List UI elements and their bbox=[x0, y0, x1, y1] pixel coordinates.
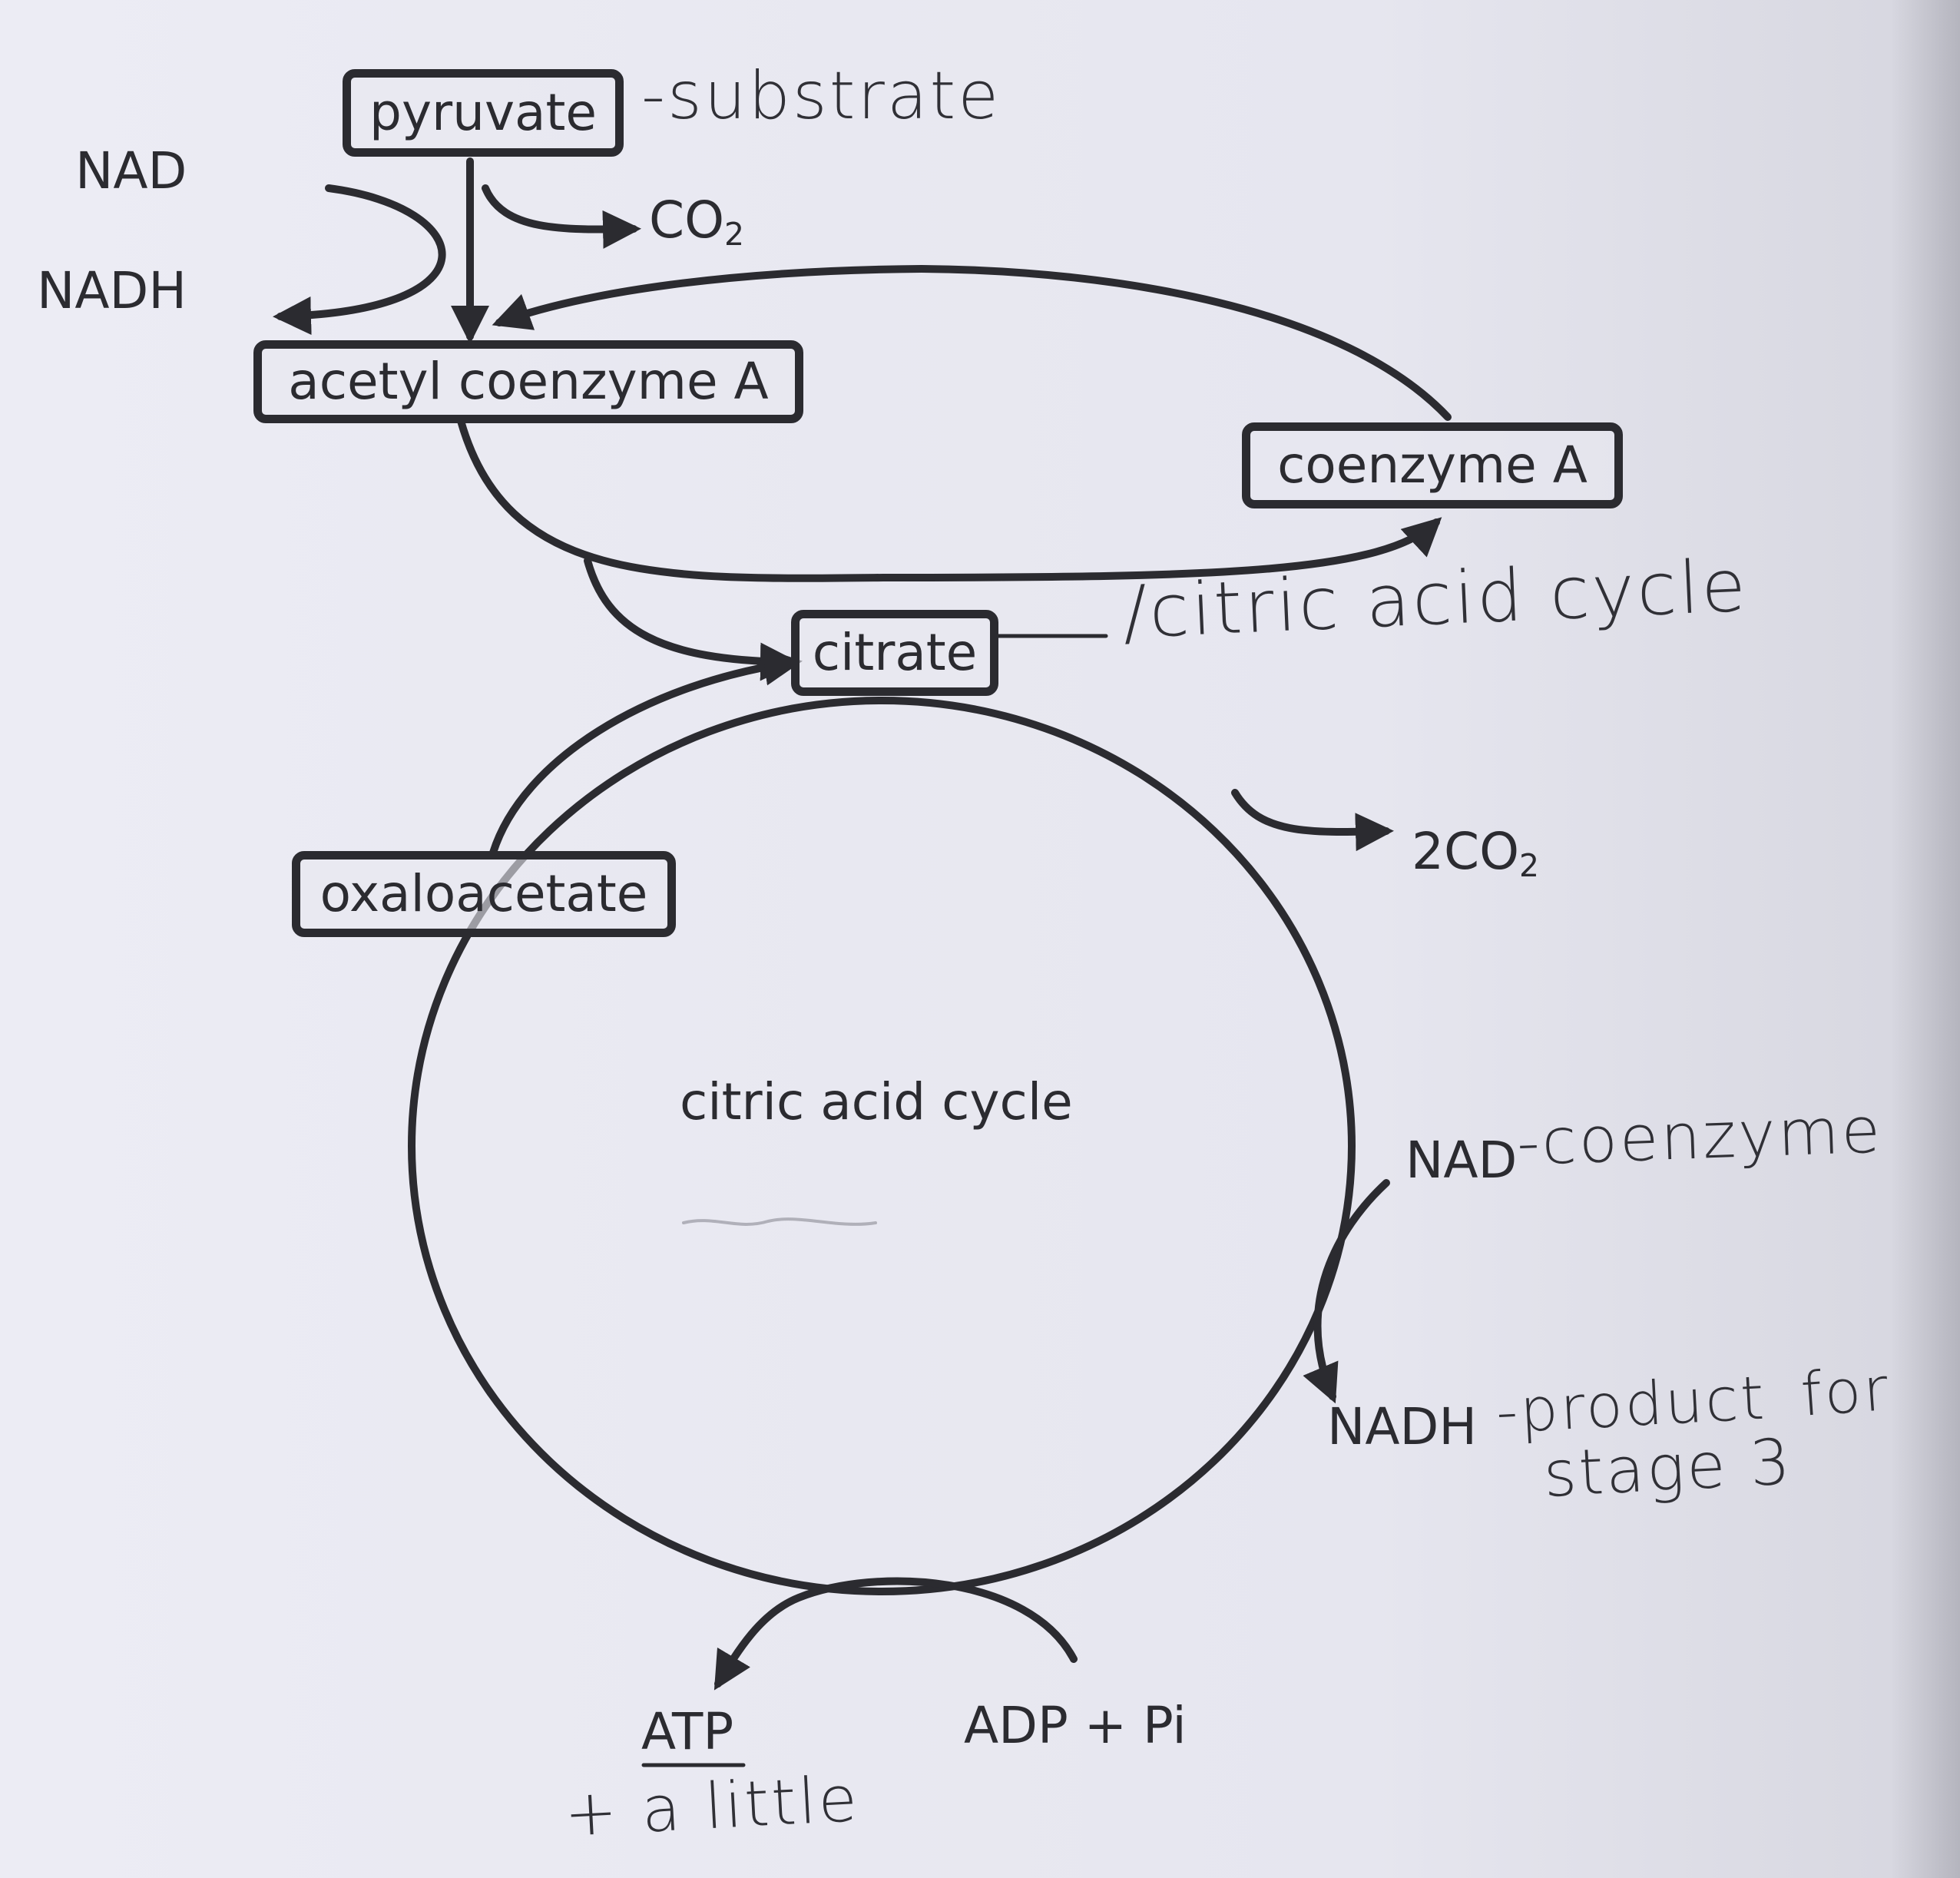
cycle-circle bbox=[408, 697, 1356, 1595]
oxaloacetate-box: oxaloacetate bbox=[292, 851, 676, 937]
acetyl-to-citrate-arrow bbox=[584, 557, 799, 681]
nad-nadh-right-arrow bbox=[1303, 1179, 1390, 1404]
coenzyme-a-label: coenzyme A bbox=[1277, 436, 1588, 495]
nadh-label-right: NADH bbox=[1327, 1397, 1477, 1456]
co2-label: CO2 bbox=[649, 195, 744, 250]
co2-label-main: CO bbox=[649, 190, 725, 250]
coenzyme-annotation: -coenzyme bbox=[1515, 1094, 1884, 1180]
nad-nadh-arrow bbox=[273, 184, 446, 335]
coenzyme-a-box: coenzyme A bbox=[1242, 422, 1623, 508]
coa-return-arrow bbox=[492, 264, 1452, 421]
acetyl-coenzyme-a-label: acetyl coenzyme A bbox=[288, 352, 769, 411]
pyruvate-label: pyruvate bbox=[369, 83, 597, 142]
acetyl-to-coa-arrow bbox=[457, 417, 1442, 582]
oxaloacetate-label: oxaloacetate bbox=[319, 864, 648, 923]
for-stage-annotation-line2: stage 3 bbox=[1541, 1426, 1795, 1512]
page-edge-shadow bbox=[1891, 0, 1960, 1878]
pyruvate-box: pyruvate bbox=[343, 69, 624, 157]
co2-release-arrow bbox=[482, 184, 641, 249]
two-co2-label-main: 2CO bbox=[1412, 822, 1520, 881]
citrate-box: citrate bbox=[791, 610, 998, 696]
two-co2-release-arrow bbox=[1231, 789, 1394, 852]
citrate-label: citrate bbox=[812, 623, 978, 682]
adp-atp-arrow bbox=[713, 1577, 1078, 1691]
co2-label-subscript: 2 bbox=[724, 216, 745, 253]
a-little-annotation: + a little bbox=[562, 1762, 862, 1851]
adp-pi-label: ADP + Pi bbox=[964, 1696, 1187, 1755]
acetyl-coenzyme-a-box: acetyl coenzyme A bbox=[253, 340, 803, 423]
oxaloacetate-to-citrate-arrow bbox=[489, 647, 803, 856]
atp-label: ATP bbox=[641, 1702, 734, 1761]
for-stage-annotation-line1: for bbox=[1798, 1355, 1893, 1430]
nadh-label-top: NADH bbox=[37, 261, 187, 320]
faint-scribble bbox=[682, 1217, 877, 1226]
nad-label-right: NAD bbox=[1405, 1131, 1518, 1190]
nad-label-top: NAD bbox=[75, 141, 187, 200]
substrate-annotation: -substrate bbox=[641, 58, 1002, 134]
two-co2-label-subscript: 2 bbox=[1519, 847, 1540, 885]
two-co2-label: 2CO2 bbox=[1412, 826, 1539, 882]
cycle-center-label: citric acid cycle bbox=[680, 1072, 1073, 1131]
